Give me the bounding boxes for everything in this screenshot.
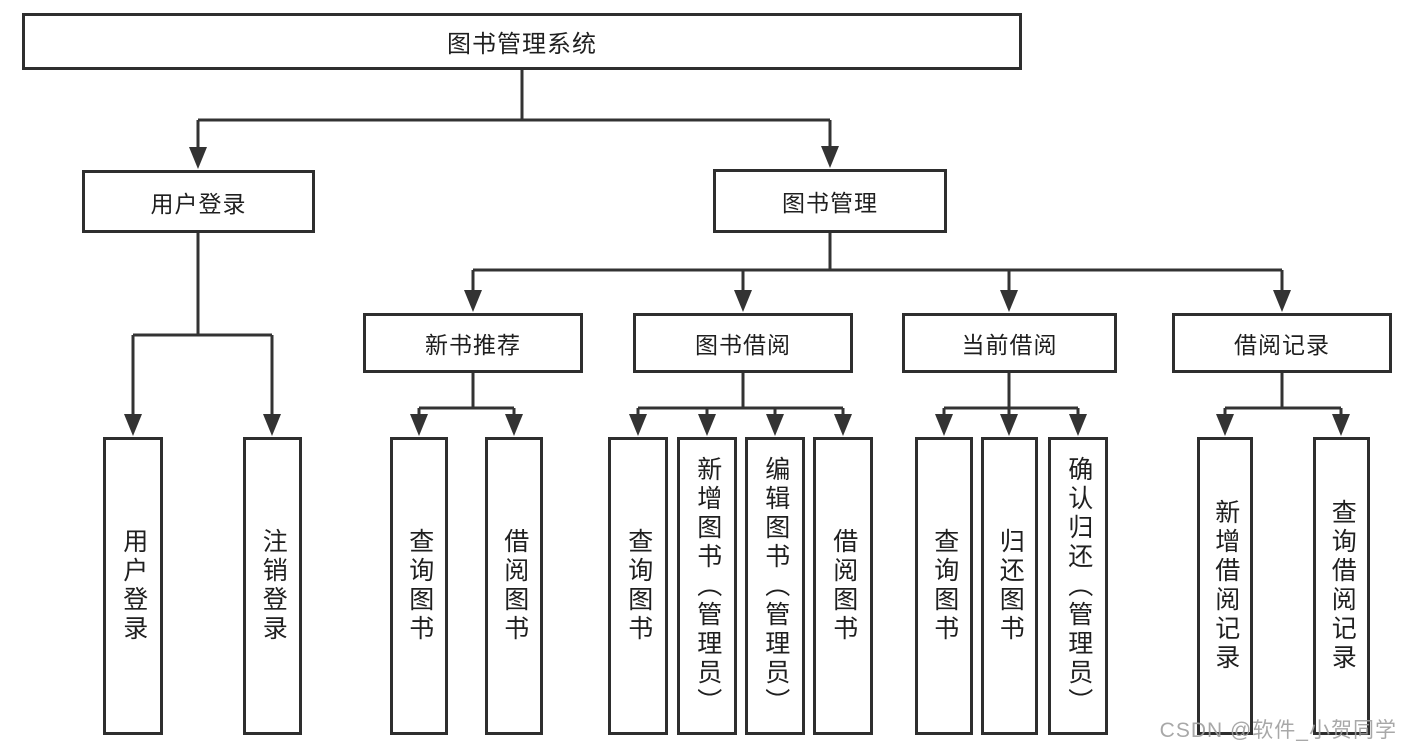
- connector-book-management-to-level2: [471, 233, 1284, 295]
- node-leaf-user-login: 用户登录: [103, 437, 163, 735]
- node-leaf-confirm-return-admin: 确认归还（管理员）: [1048, 437, 1108, 735]
- node-book-borrow: 图书借阅: [633, 313, 853, 373]
- node-label: 图书管理系统: [447, 31, 597, 58]
- connector-current-borrow-to-children: [942, 373, 1080, 420]
- connector-root-to-level1: [196, 70, 832, 152]
- node-leaf-return-books: 归还图书: [981, 437, 1038, 735]
- node-leaf-borrow-books: 借阅图书: [813, 437, 873, 735]
- node-leaf-add-books-admin: 新增图书（管理员）: [677, 437, 737, 735]
- node-label: 注销登录: [259, 528, 288, 644]
- node-leaf-borrow-query-books: 查询图书: [608, 437, 668, 735]
- node-label: 图书管理: [782, 190, 878, 216]
- node-label: 图书借阅: [695, 332, 791, 358]
- node-borrow-record: 借阅记录: [1172, 313, 1392, 373]
- node-new-book-recommend: 新书推荐: [363, 313, 583, 373]
- node-label: 新增借阅记录: [1211, 499, 1240, 673]
- connector-book-borrow-to-children: [636, 373, 845, 420]
- node-leaf-recommend-borrow-books: 借阅图书: [485, 437, 543, 735]
- node-label: 确认归还（管理员）: [1064, 455, 1093, 717]
- node-leaf-recommend-query-books: 查询图书: [390, 437, 448, 735]
- node-library-management-system: 图书管理系统: [22, 13, 1022, 70]
- node-label: 查询借阅记录: [1328, 499, 1357, 673]
- node-leaf-current-query-books: 查询图书: [915, 437, 973, 735]
- node-leaf-add-borrow-record: 新增借阅记录: [1197, 437, 1253, 735]
- node-label: 新增图书（管理员）: [693, 455, 722, 717]
- node-label: 归还图书: [996, 528, 1025, 644]
- arrowheads: [124, 146, 1350, 436]
- node-label: 用户登录: [119, 528, 148, 644]
- node-leaf-edit-books-admin: 编辑图书（管理员）: [745, 437, 805, 735]
- node-label: 查询图书: [624, 528, 653, 644]
- node-label: 编辑图书（管理员）: [761, 455, 790, 717]
- node-label: 借阅图书: [829, 528, 858, 644]
- node-label: 查询图书: [930, 528, 959, 644]
- node-label: 新书推荐: [425, 332, 521, 358]
- node-label: 借阅图书: [500, 528, 529, 644]
- node-label: 用户登录: [150, 190, 247, 217]
- node-label: 当前借阅: [961, 332, 1058, 358]
- connector-new-book-to-children: [417, 373, 516, 420]
- connector-user-login-to-children: [131, 233, 274, 419]
- node-label: 查询图书: [405, 528, 434, 644]
- node-leaf-query-borrow-record: 查询借阅记录: [1313, 437, 1370, 735]
- csdn-watermark: CSDN @软件_小贺同学: [1159, 719, 1397, 742]
- connector-borrow-record-to-children: [1223, 373, 1343, 420]
- node-current-borrow: 当前借阅: [902, 313, 1117, 373]
- node-label: 借阅记录: [1234, 332, 1330, 358]
- node-user-login: 用户登录: [82, 170, 315, 233]
- node-book-management: 图书管理: [713, 169, 947, 233]
- node-leaf-logout: 注销登录: [243, 437, 302, 735]
